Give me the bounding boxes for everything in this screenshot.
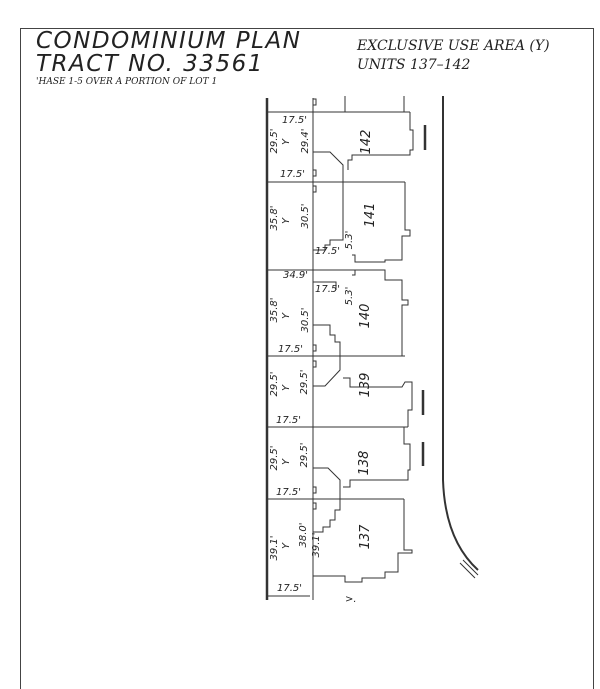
unit-140-labels: 35.8' Y 30.5' 5.3' 140 [269, 287, 373, 333]
width-label: 17.5' [278, 344, 303, 355]
svg-text:Y: Y [281, 312, 292, 319]
svg-text:29.5': 29.5' [269, 445, 280, 470]
legend-title: EXCLUSIVE USE AREA (Y) [357, 38, 550, 54]
svg-text:29.5': 29.5' [269, 128, 280, 153]
width-label: 17.5' [276, 487, 301, 498]
dividers [267, 111, 410, 500]
legend-units: UNITS 137–142 [357, 57, 471, 73]
svg-text:30.5': 30.5' [300, 203, 311, 228]
street-mark [459, 559, 479, 579]
unit-139-labels: 29.5' Y 29.5' 139 [269, 369, 373, 397]
svg-text:29.5': 29.5' [299, 442, 310, 467]
width-label: 17.5' [315, 284, 340, 295]
unit-number: 140 [358, 304, 373, 329]
width-label: 17.5' [277, 583, 302, 594]
unit-number: 139 [358, 373, 373, 398]
svg-text:29.5': 29.5' [299, 369, 310, 394]
unit-137-labels: 39.1' Y 38.0' 39.1' 137 [269, 522, 373, 560]
svg-text:39.1': 39.1' [311, 532, 322, 557]
svg-text:Y: Y [281, 217, 292, 224]
tract-number: TRACT NO. 33561 [36, 51, 264, 77]
building-outlines [313, 112, 414, 583]
svg-text:30.5': 30.5' [300, 307, 311, 332]
width-label: 17.5' [280, 169, 305, 180]
svg-text:Y: Y [281, 384, 292, 391]
svg-text:29.4': 29.4' [300, 128, 311, 153]
width-label: 17.5' [276, 415, 301, 426]
unit-number: 138 [357, 451, 372, 476]
unit-number: 142 [359, 130, 374, 155]
svg-text:38.0': 38.0' [298, 522, 309, 547]
gap-width-label: 34.9' [283, 270, 308, 281]
svg-text:Y: Y [281, 542, 292, 549]
unit-142-labels: 29.5' Y 29.4' 142 [269, 128, 374, 154]
width-label: 17.5' [282, 115, 307, 126]
svg-text:39.1': 39.1' [269, 535, 280, 560]
street-curb [442, 96, 479, 571]
north-mark: >. [345, 594, 357, 605]
svg-text:5.3': 5.3' [344, 287, 355, 306]
phase-subtitle: 'HASE 1-5 OVER A PORTION OF LOT 1 [36, 77, 218, 87]
unit-138-labels: 29.5' Y 29.5' 138 [269, 442, 372, 475]
svg-text:Y: Y [281, 138, 292, 145]
meter-boxes [312, 98, 317, 510]
svg-text:35.8': 35.8' [269, 205, 280, 230]
svg-text:Y: Y [281, 458, 292, 465]
svg-text:5.3': 5.3' [344, 231, 355, 250]
width-label: 17.5' [315, 246, 340, 257]
svg-text:29.5': 29.5' [269, 371, 280, 396]
drawing-frame [20, 28, 594, 689]
unit-number: 137 [358, 524, 373, 550]
unit-number: 141 [363, 203, 378, 228]
parking-marks [421, 125, 427, 466]
plan-title: CONDOMINIUM PLAN [36, 28, 302, 54]
svg-text:35.8': 35.8' [269, 297, 280, 322]
unit-141-labels: 35.8' Y 30.5' 5.3' 141 [269, 203, 378, 250]
